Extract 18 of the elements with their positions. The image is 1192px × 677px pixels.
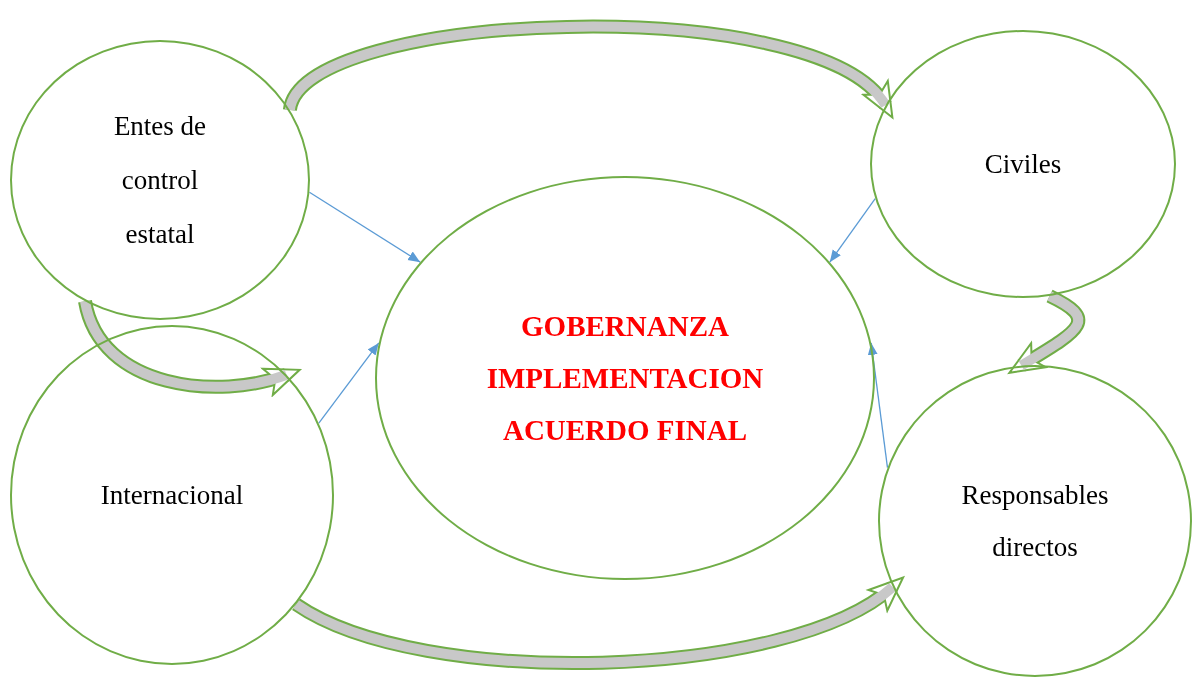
arrow bbox=[308, 191, 421, 263]
node-label: Entes de control estatal bbox=[112, 110, 208, 251]
curved-block-arrow bbox=[78, 299, 301, 396]
curved-block-arrow bbox=[292, 577, 906, 670]
curved-block-arrow bbox=[1008, 289, 1085, 374]
ellipse-node bbox=[878, 365, 1192, 677]
curved-block-arrow bbox=[283, 19, 897, 117]
ellipse-node bbox=[10, 40, 310, 320]
ellipse-node bbox=[375, 176, 875, 580]
ellipse-node bbox=[870, 30, 1176, 298]
arrow bbox=[867, 342, 889, 469]
node-label: Responsables directos bbox=[960, 479, 1110, 564]
node-label: Internacional bbox=[99, 479, 245, 512]
node-label: Civiles bbox=[983, 148, 1063, 181]
ellipse-node bbox=[10, 325, 334, 665]
center-title: GOBERNANZA IMPLEMENTACION ACUERDO FINAL bbox=[485, 309, 765, 448]
arrow bbox=[318, 342, 380, 424]
arrow bbox=[829, 198, 876, 263]
